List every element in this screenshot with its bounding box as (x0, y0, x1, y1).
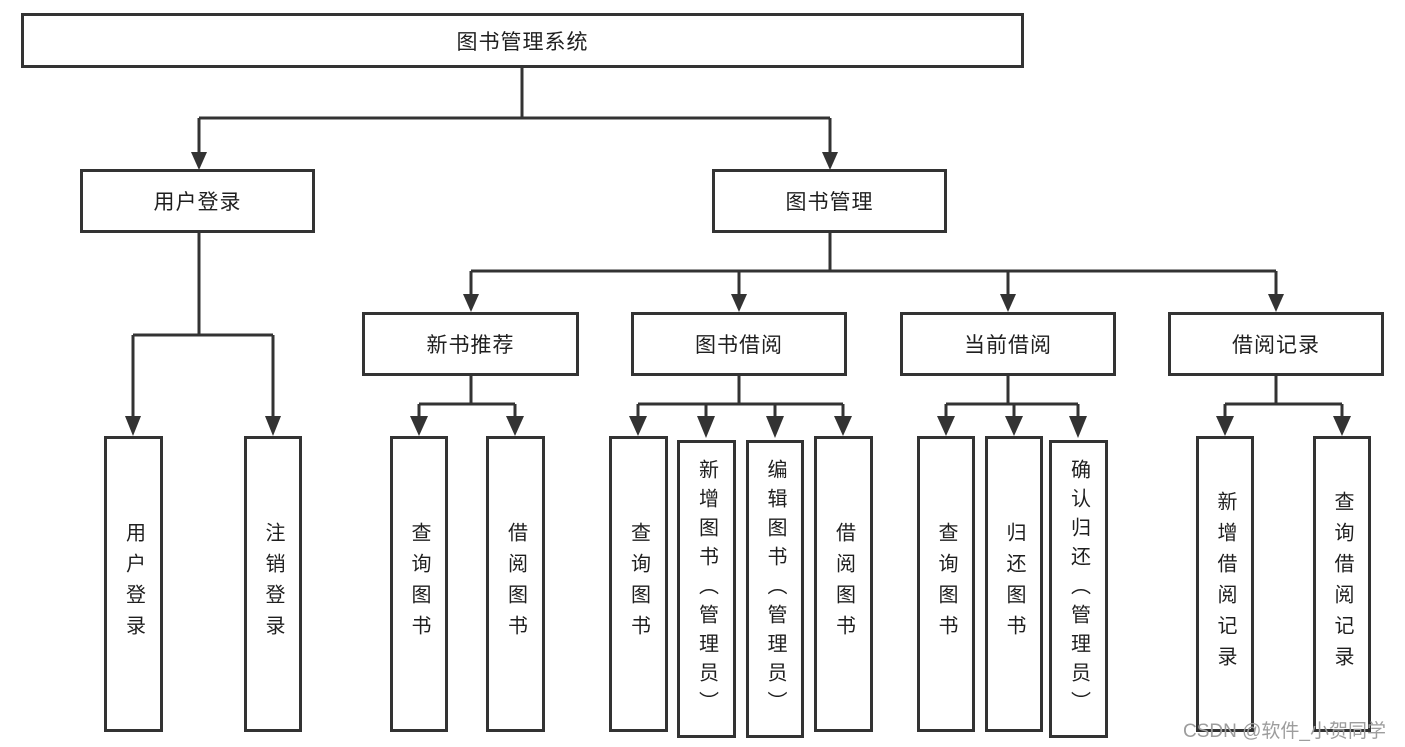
node-leaf-query-books-recommend: 查询图书 (390, 436, 448, 732)
node-book-management: 图书管理 (712, 169, 947, 233)
node-leaf-borrow-books-borrowing: 借阅图书 (814, 436, 873, 732)
node-leaf-query-books-borrowing: 查询图书 (609, 436, 668, 732)
node-leaf-add-borrow-record: 新增借阅记录 (1196, 436, 1254, 732)
node-leaf-query-books-current: 查询图书 (917, 436, 975, 732)
node-leaf-borrow-books-recommend: 借阅图书 (486, 436, 545, 732)
node-new-book-recommend: 新书推荐 (362, 312, 579, 376)
connector-bookmgmt-to-level3 (463, 233, 1284, 312)
connector-records-to-leaves (1216, 376, 1351, 436)
node-current-borrowing: 当前借阅 (900, 312, 1116, 376)
connector-borrowing-to-leaves (629, 376, 852, 438)
node-leaf-logout: 注销登录 (244, 436, 302, 732)
connector-newbooks-to-leaves (410, 376, 524, 436)
node-leaf-query-borrow-record: 查询借阅记录 (1313, 436, 1371, 732)
node-leaf-confirm-return-admin: 确认归还（管理员） (1049, 440, 1108, 738)
node-leaf-user-login: 用户登录 (104, 436, 163, 732)
node-borrowing-records: 借阅记录 (1168, 312, 1384, 376)
node-leaf-edit-books-admin: 编辑图书（管理员） (746, 440, 804, 738)
node-book-borrowing: 图书借阅 (631, 312, 847, 376)
node-leaf-add-books-admin: 新增图书（管理员） (677, 440, 736, 738)
connector-userlogin-to-leaves (125, 233, 281, 436)
node-leaf-return-books: 归还图书 (985, 436, 1043, 732)
node-root-library-system: 图书管理系统 (21, 13, 1024, 68)
csdn-watermark: CSDN @软件_小贺同学 (1183, 721, 1386, 742)
connector-current-to-leaves (937, 376, 1087, 438)
node-user-login: 用户登录 (80, 169, 315, 233)
connector-root-to-level2 (191, 68, 838, 170)
